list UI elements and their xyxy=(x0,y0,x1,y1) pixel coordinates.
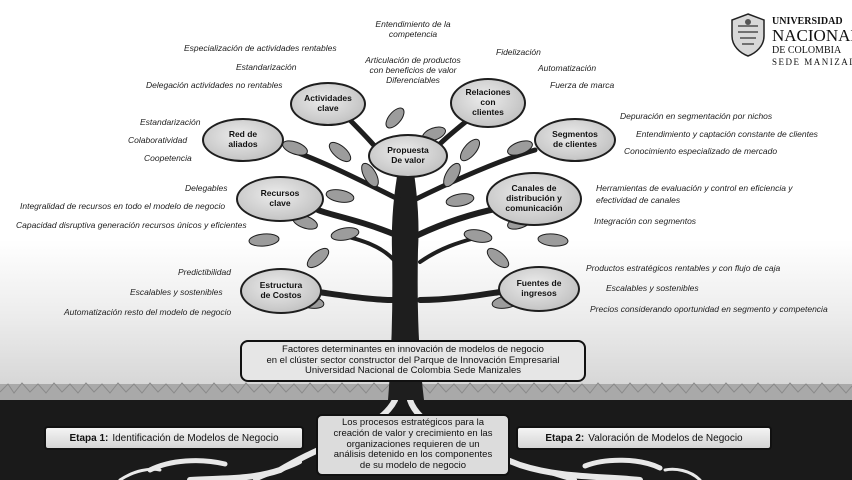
stage-1-text: Identificación de Modelos de Negocio xyxy=(112,432,279,444)
strategic-processes-line1: Los procesos estratégicos para la xyxy=(341,416,485,428)
stage-1-bold: Etapa 1: xyxy=(69,432,109,444)
strategic-processes-box: Los procesos estratégicos para la creaci… xyxy=(316,414,510,476)
logo-line-1: UNIVERSIDAD xyxy=(772,16,843,27)
central-factors-box: Factores determinantes en innovación de … xyxy=(240,340,586,382)
label-seg-2: Entendimiento y captación constante de c… xyxy=(636,129,818,139)
label-rel-1: Fidelización xyxy=(496,47,541,57)
stage-2-box: Etapa 2:Valoración de Modelos de Negocio xyxy=(516,426,772,450)
label-can-2: efectividad de canales xyxy=(596,195,681,205)
university-seal-icon xyxy=(731,13,765,57)
label-articulacion-line1: Articulación de productos xyxy=(365,55,461,65)
label-fue-1: Productos estratégicos rentables y con f… xyxy=(586,263,781,273)
grass-strip xyxy=(0,382,852,400)
strategic-processes-line3: organizaciones requieren de un xyxy=(346,438,480,450)
node-estructura-costos: Estructura de Costos xyxy=(240,268,322,314)
node-segmentos-clientes: Segmentos de clientes xyxy=(534,118,616,162)
label-rel-3: Fuerza de marca xyxy=(550,80,615,90)
node-red-label: Red de aliados xyxy=(228,129,258,149)
label-red-3: Coopetencia xyxy=(144,153,192,163)
label-red-2: Colaboratividad xyxy=(128,135,188,145)
label-diferenciables: Diferenciables xyxy=(386,74,440,85)
node-canales-label: Canales de distribución y comunicación xyxy=(505,183,563,213)
label-fue-2: Escalables y sostenibles xyxy=(606,283,699,293)
node-canales-distribucion: Canales de distribución y comunicación xyxy=(486,172,582,226)
label-entendimiento: Entendimiento de la competencia xyxy=(368,19,458,40)
label-red-1: Estandarización xyxy=(140,117,201,127)
node-propuesta-label: Propuesta De valor xyxy=(387,145,429,165)
label-seg-3: Conocimiento especializado de mercado xyxy=(624,146,778,156)
node-fuentes-ingresos: Fuentes de ingresos xyxy=(498,266,580,312)
label-fue-3: Precios considerando oportunidad en segm… xyxy=(590,304,828,314)
label-entendimiento-line1: Entendimiento de la xyxy=(375,19,451,29)
node-recursos-clave: Recursos clave xyxy=(236,176,324,222)
logo-line-2: NACIONAL xyxy=(772,26,852,45)
label-can-3: Integración con segmentos xyxy=(594,216,697,226)
label-rel-2: Automatización xyxy=(538,63,597,73)
central-factors-line3: Universidad Nacional de Colombia Sede Ma… xyxy=(305,365,521,377)
node-actividades-label: Actividades clave xyxy=(304,93,352,113)
node-estructura-label: Estructura de Costos xyxy=(259,280,303,300)
strategic-processes-line5: de su modelo de negocio xyxy=(359,460,467,472)
label-act-3: Delegación actividades no rentables xyxy=(146,80,283,90)
label-can-1: Herramientas de evaluación y control en … xyxy=(596,183,793,193)
label-est-3: Automatización resto del modelo de negoc… xyxy=(64,307,232,317)
university-logo: UNIVERSIDAD NACIONAL DE COLOMBIA SEDE MA… xyxy=(726,10,852,74)
label-act-2: Estandarización xyxy=(236,62,297,72)
node-propuesta-valor: Propuesta De valor xyxy=(368,134,448,178)
label-articulacion: Articulación de productos con beneficios… xyxy=(358,55,468,85)
strategic-processes-line4: análisis detenido en los componentes xyxy=(333,449,493,461)
label-rec-2: Integralidad de recursos en todo el mode… xyxy=(20,201,226,211)
label-articulacion-line2: con beneficios de valor xyxy=(369,64,457,75)
logo-line-4: SEDE MANIZALES xyxy=(772,57,852,67)
node-relaciones-label: Relaciones con clientes xyxy=(465,87,511,117)
label-est-1: Predictibilidad xyxy=(178,267,231,277)
stage-2-bold: Etapa 2: xyxy=(545,432,585,444)
central-factors-line1: Factores determinantes en innovación de … xyxy=(282,343,544,355)
strategic-processes-line2: creación de valor y crecimiento en las xyxy=(333,427,493,439)
logo-line-3: DE COLOMBIA xyxy=(772,45,842,56)
label-rec-1: Delegables xyxy=(185,183,228,193)
node-fuentes-label: Fuentes de ingresos xyxy=(516,278,562,298)
label-est-2: Escalables y sostenibles xyxy=(130,287,223,297)
node-relaciones-clientes: Relaciones con clientes xyxy=(450,78,526,128)
label-entendimiento-line2: competencia xyxy=(388,28,438,39)
stage-2-text: Valoración de Modelos de Negocio xyxy=(588,432,743,444)
stage-1-box: Etapa 1:Identificación de Modelos de Neg… xyxy=(44,426,304,450)
node-actividades-clave: Actividades clave xyxy=(290,82,366,126)
label-act-1: Especialización de actividades rentables xyxy=(184,43,337,53)
label-rec-3: Capacidad disruptiva generación recursos… xyxy=(16,220,247,230)
node-red-aliados: Red de aliados xyxy=(202,118,284,162)
central-factors-line2: en el clúster sector constructor del Par… xyxy=(266,354,560,366)
node-segmentos-label: Segmentos de clientes xyxy=(552,129,598,149)
node-recursos-label: Recursos clave xyxy=(260,188,300,208)
label-seg-1: Depuración en segmentación por nichos xyxy=(620,111,773,121)
